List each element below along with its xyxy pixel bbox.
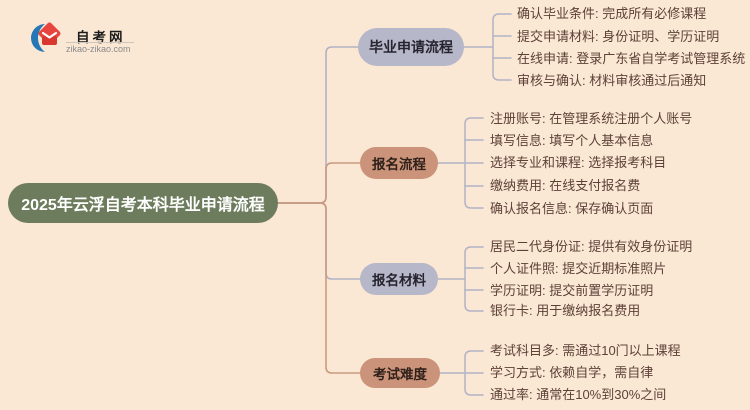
branch-node-exam-difficulty: 考试难度 (360, 358, 440, 388)
site-url: zikao-zikao.com (66, 44, 131, 54)
branch-label: 报名流程 (372, 157, 426, 172)
graduation-cap-icon (31, 22, 61, 52)
leaf-connectors-group-1 (463, 13, 512, 81)
central-topic-label: 2025年云浮自考本科毕业申请流程 (21, 197, 265, 214)
leaf-item: 提交申请材料: 身份证明、学历证明 (517, 29, 720, 44)
leaf-item: 学习方式: 依赖自学，需自律 (490, 365, 654, 380)
leaf-item: 考试科目多: 需通过10门以上课程 (490, 343, 681, 358)
central-topic-node: 2025年云浮自考本科毕业申请流程 (8, 183, 278, 223)
leaf-item: 审核与确认: 材料审核通过后通知 (517, 73, 707, 88)
leaf-connectors-group-2 (437, 117, 484, 209)
connector-branch-3 (277, 202, 361, 280)
logo-divider (66, 42, 134, 43)
connector-branch-4 (277, 202, 361, 374)
leaf-item: 确认报名信息: 保存确认页面 (490, 201, 654, 216)
leaf-item: 居民二代身份证: 提供有效身份证明 (490, 239, 693, 254)
branch-label: 报名材料 (372, 273, 426, 288)
leaf-item: 缴纳费用: 在线支付报名费 (490, 178, 641, 193)
leaf-connectors-group-3 (437, 246, 484, 312)
leaf-item: 确认毕业条件: 完成所有必修课程 (517, 6, 707, 21)
leaf-item: 银行卡: 用于缴纳报名费用 (490, 303, 641, 318)
leaf-connectors-group-4 (439, 350, 484, 396)
branch-label: 毕业申请流程 (369, 39, 453, 55)
branch-node-graduation-process: 毕业申请流程 (358, 28, 464, 66)
branch-node-registration-process: 报名流程 (360, 147, 438, 179)
leaf-item: 填写信息: 填写个人基本信息 (490, 133, 654, 148)
branch-label: 考试难度 (373, 367, 427, 382)
leaf-item: 在线申请: 登录广东省自学考试管理系统 (517, 51, 746, 66)
branch-node-registration-materials: 报名材料 (360, 263, 438, 295)
leaf-item: 注册账号: 在管理系统注册个人账号 (490, 111, 693, 126)
leaf-item: 学历证明: 提交前置学历证明 (490, 283, 654, 298)
leaf-item: 选择专业和课程: 选择报考科目 (490, 155, 667, 170)
connector-branch-2 (277, 162, 361, 204)
leaf-item: 通过率: 通常在10%到30%之间 (490, 387, 667, 402)
site-name: 自考网 (76, 30, 126, 45)
connector-branch-1 (277, 46, 359, 204)
leaf-item: 个人证件照: 提交近期标准照片 (490, 261, 667, 276)
